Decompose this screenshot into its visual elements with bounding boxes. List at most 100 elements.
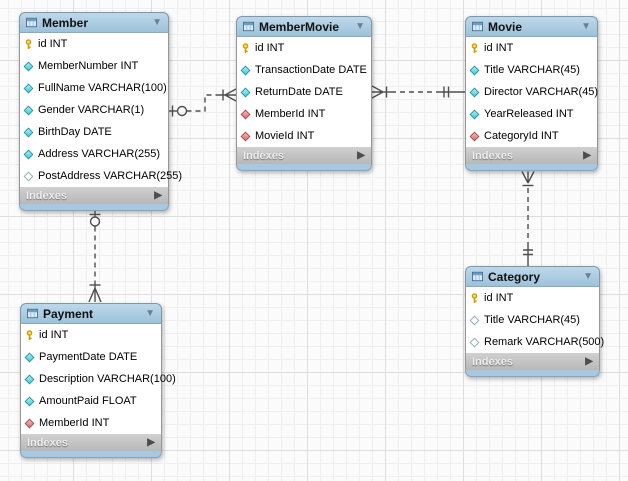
expand-indexes-icon[interactable]: ▶	[583, 149, 591, 161]
column-row[interactable]: id INT	[237, 37, 371, 59]
column-row[interactable]: ReturnDate DATE	[237, 81, 371, 103]
column-text: Title VARCHAR(45)	[484, 314, 580, 326]
indexes-label: Indexes	[26, 189, 67, 202]
column-text: AmountPaid FLOAT	[39, 395, 137, 407]
column-row[interactable]: FullName VARCHAR(100)	[20, 77, 168, 99]
column-icon	[23, 105, 34, 116]
column-row[interactable]: id INT	[466, 37, 597, 59]
table-title: Movie	[488, 19, 523, 34]
column-text: ReturnDate DATE	[255, 86, 343, 98]
table-title: Payment	[43, 306, 94, 321]
column-row[interactable]: MemberId INT	[21, 412, 161, 434]
column-row[interactable]: MovieId INT	[237, 125, 371, 147]
column-icon	[23, 149, 34, 160]
column-row[interactable]: Gender VARCHAR(1)	[20, 99, 168, 121]
collapse-arrow-icon[interactable]: ▼	[145, 307, 155, 319]
indexes-label: Indexes	[472, 149, 513, 162]
foreign-key-icon	[24, 418, 35, 429]
expand-indexes-icon[interactable]: ▶	[147, 436, 155, 448]
column-row[interactable]: CategoryId INT	[466, 125, 597, 147]
column-row[interactable]: id INT	[466, 287, 599, 309]
column-text: id INT	[255, 42, 285, 54]
column-text: MemberNumber INT	[38, 60, 139, 72]
column-row[interactable]: Director VARCHAR(45)	[466, 81, 599, 103]
table-category[interactable]: Category ▼ id INT Title VARCHAR(45) Rema…	[465, 266, 604, 377]
table-header[interactable]: Member ▼	[19, 12, 169, 33]
table-payment[interactable]: Payment ▼ id INT PaymentDate DATE Descri…	[20, 303, 176, 458]
expand-indexes-icon[interactable]: ▶	[585, 355, 593, 367]
zero-circle-notation	[176, 105, 188, 117]
crows-foot-notation	[88, 283, 102, 303]
indexes-bar[interactable]: Indexes ▶	[236, 147, 372, 164]
column-icon	[469, 65, 480, 76]
collapse-arrow-icon[interactable]: ▼	[581, 20, 591, 32]
crows-foot-notation	[521, 171, 535, 184]
table-icon	[243, 21, 254, 32]
crows-foot-notation	[220, 88, 237, 102]
column-row[interactable]: PaymentDate DATE	[21, 346, 161, 368]
column-text: PaymentDate DATE	[39, 351, 138, 363]
relationship-movie-category[interactable]	[521, 171, 535, 267]
column-row[interactable]: Title VARCHAR(45)	[466, 59, 597, 81]
column-text: MemberId INT	[255, 108, 326, 120]
column-text: Director VARCHAR(45)	[484, 86, 599, 98]
column-icon	[24, 374, 35, 385]
table-header[interactable]: Category ▼	[465, 266, 600, 287]
column-text: BirthDay DATE	[38, 126, 112, 138]
column-row[interactable]: MemberNumber INT	[20, 55, 168, 77]
column-list: id INT Title VARCHAR(45) Remark VARCHAR(…	[465, 287, 604, 353]
expand-indexes-icon[interactable]: ▶	[357, 149, 365, 161]
relationship-member-payment[interactable]	[88, 211, 102, 303]
primary-key-icon	[469, 292, 480, 304]
collapse-arrow-icon[interactable]: ▼	[355, 20, 365, 32]
column-text: FullName VARCHAR(100)	[38, 82, 167, 94]
nullable-column-icon	[469, 315, 480, 326]
column-row[interactable]: TransactionDate DATE	[237, 59, 371, 81]
table-header[interactable]: Payment ▼	[20, 303, 162, 324]
column-row[interactable]: PostAddress VARCHAR(255)	[20, 165, 182, 187]
column-list: id INT PaymentDate DATE Description VARC…	[20, 324, 176, 434]
column-row[interactable]: YearReleased INT	[466, 103, 597, 125]
column-row[interactable]: Description VARCHAR(100)	[21, 368, 176, 390]
table-bottom-band	[20, 451, 162, 458]
column-row[interactable]: BirthDay DATE	[20, 121, 168, 143]
primary-key-icon	[24, 329, 35, 341]
column-row[interactable]: id INT	[21, 324, 161, 346]
collapse-arrow-icon[interactable]: ▼	[152, 16, 162, 28]
table-movie[interactable]: Movie ▼ id INT Title VARCHAR(45) Directo…	[465, 16, 598, 171]
column-row[interactable]: MemberId INT	[237, 103, 371, 125]
table-membermovie[interactable]: MemberMovie ▼ id INT TransactionDate DAT…	[236, 16, 372, 171]
indexes-bar[interactable]: Indexes ▶	[465, 353, 600, 370]
column-row[interactable]: Title VARCHAR(45)	[466, 309, 599, 331]
relationship-member-membermovie[interactable]	[169, 88, 237, 117]
indexes-label: Indexes	[472, 355, 513, 368]
zero-circle-notation	[89, 216, 101, 227]
table-header[interactable]: Movie ▼	[465, 16, 598, 37]
table-header[interactable]: MemberMovie ▼	[236, 16, 372, 37]
column-row[interactable]: AmountPaid FLOAT	[21, 390, 161, 412]
column-text: Address VARCHAR(255)	[38, 148, 161, 160]
crows-foot-notation	[371, 85, 384, 99]
indexes-bar[interactable]: Indexes ▶	[20, 434, 162, 451]
expand-indexes-icon[interactable]: ▶	[154, 189, 162, 201]
column-text: MemberId INT	[39, 417, 110, 429]
nullable-column-icon	[23, 171, 34, 182]
column-row[interactable]: id INT	[20, 33, 168, 55]
table-icon	[27, 308, 38, 319]
table-icon	[472, 271, 483, 282]
exactly-one-bars-notation	[443, 86, 450, 98]
relationship-membermovie-movie[interactable]	[371, 85, 465, 99]
column-row[interactable]: Remark VARCHAR(500)	[466, 331, 604, 353]
column-icon	[469, 109, 480, 120]
table-member[interactable]: Member ▼ id INT MemberNumber INT FullNam…	[19, 12, 182, 211]
indexes-bar[interactable]: Indexes ▶	[19, 187, 169, 204]
collapse-arrow-icon[interactable]: ▼	[583, 270, 593, 282]
column-text: id INT	[484, 42, 514, 54]
column-icon	[23, 61, 34, 72]
column-text: id INT	[484, 292, 514, 304]
column-row[interactable]: Address VARCHAR(255)	[20, 143, 168, 165]
column-icon	[23, 127, 34, 138]
indexes-bar[interactable]: Indexes ▶	[465, 147, 598, 164]
column-text: Gender VARCHAR(1)	[38, 104, 145, 116]
